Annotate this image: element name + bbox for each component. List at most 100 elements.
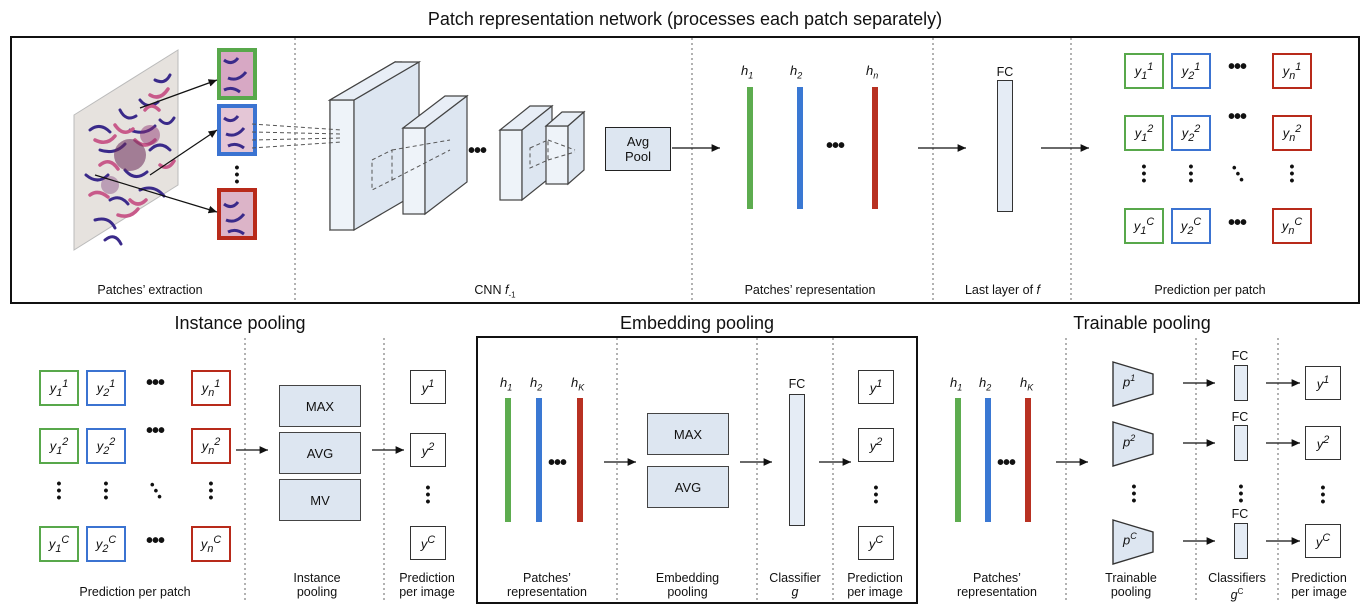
h2-vector [985,398,991,522]
y-box: yn1 [1272,53,1312,89]
y-box: y2C [1171,208,1211,244]
fc-label: FC [1231,410,1249,424]
embedding-fc-label: FC [788,377,806,391]
fc-label: FC [1231,349,1249,363]
h1-label: h1 [950,375,963,393]
grid-vdots: ••• [208,475,214,505]
trainable-rep-label: Patches’representation [957,571,1037,599]
embedding-fc-layer [789,394,805,526]
grid-ellipsis: ••• [1228,212,1247,234]
avg-pool-line-1: Avg [626,134,650,149]
extraction-label: Patches’ extraction [97,283,203,297]
y-box: yn1 [191,370,231,406]
classifier-fc [1234,365,1248,401]
p2-label: p2 [1123,433,1136,450]
max-pool-op: MAX [647,413,729,455]
classifier-fc [1234,523,1248,559]
grid-ellipsis: ••• [146,420,165,442]
hn-vector [872,87,878,209]
h1-vector [955,398,961,522]
grid-ellipsis: ••• [1228,56,1247,78]
y-box: ynC [191,526,231,562]
avg-pool-line-2: Pool [624,149,652,164]
h2-vector [797,87,803,209]
patch-ellipsis: ••• [234,159,240,189]
y-box: y12 [39,428,79,464]
fc-label: FC [1231,507,1249,521]
pooling-vdots: ••• [1131,478,1137,508]
tissue-slide-image [73,49,179,251]
y-box: y12 [1124,115,1164,151]
top-fc-label: FC [996,65,1014,79]
image-vdots: ••• [1320,479,1326,509]
y-box: y22 [1171,115,1211,151]
y-box: y21 [86,370,126,406]
y-box: ynC [1272,208,1312,244]
instance-title: Instance pooling [174,313,306,333]
y-box: y1C [1124,208,1164,244]
y-box: y11 [39,370,79,406]
top-title: Patch representation network (processes … [427,9,943,29]
last-layer-label: Last layer of f [964,283,1041,297]
embedding-rep-label: Patches’representation [507,571,587,599]
h2-label: h2 [530,375,543,393]
h2-vector [536,398,542,522]
y-box: y1C [39,526,79,562]
h1-vector [747,87,753,209]
vectors-ellipsis: ••• [826,135,845,157]
grid-diag-dots: • • • [1232,160,1244,187]
prediction-patch-label: Prediction per patch [1154,283,1266,297]
grid-ellipsis: ••• [1228,106,1247,128]
trainable-pooling-units [1112,361,1154,565]
y-box: yn2 [1272,115,1312,151]
embedding-pooling-panel [476,336,918,604]
patch-thumbnails [217,48,257,240]
vectors-ellipsis: ••• [548,452,567,474]
h1-vector [505,398,511,522]
max-pool-op: MAX [279,385,361,427]
y-image-box: y1 [858,370,894,404]
mv-pool-op: MV [279,479,361,521]
y-image-box: yC [1305,524,1341,558]
y-box: yn2 [191,428,231,464]
h2-label: h2 [790,63,803,81]
y-image-box: y2 [1305,426,1341,460]
layers-ellipsis: ••• [468,140,487,162]
trainable-title: Trainable pooling [1073,313,1211,333]
hk-label: hK [571,375,585,393]
y-image-box: yC [410,526,446,560]
embedding-title: Embedding pooling [619,313,775,333]
avg-pool-op: AVG [279,432,361,474]
classifier-vdots: ••• [1238,478,1244,508]
grid-vdots: ••• [1141,158,1147,188]
grid-vdots: ••• [56,475,62,505]
y-image-box: y2 [858,428,894,462]
grid-ellipsis: ••• [146,372,165,394]
representation-label: Patches’ representation [744,283,876,297]
image-vdots: ••• [873,479,879,509]
avg-pool-block: Avg Pool [605,127,671,171]
y-image-box: yC [858,526,894,560]
y-box: y2C [86,526,126,562]
patch-representation-panel [10,36,1360,304]
grid-ellipsis: ••• [146,530,165,552]
vectors-ellipsis: ••• [997,452,1016,474]
grid-vdots: ••• [1188,158,1194,188]
y-box: y11 [1124,53,1164,89]
y-box: y22 [86,428,126,464]
hk-vector [577,398,583,522]
grid-vdots: ••• [103,475,109,505]
y-image-box: y2 [410,433,446,467]
hn-label: hn [866,63,879,81]
avg-pool-op: AVG [647,466,729,508]
grid-diag-dots: • • • [150,477,162,504]
p1-label: p1 [1123,373,1136,390]
